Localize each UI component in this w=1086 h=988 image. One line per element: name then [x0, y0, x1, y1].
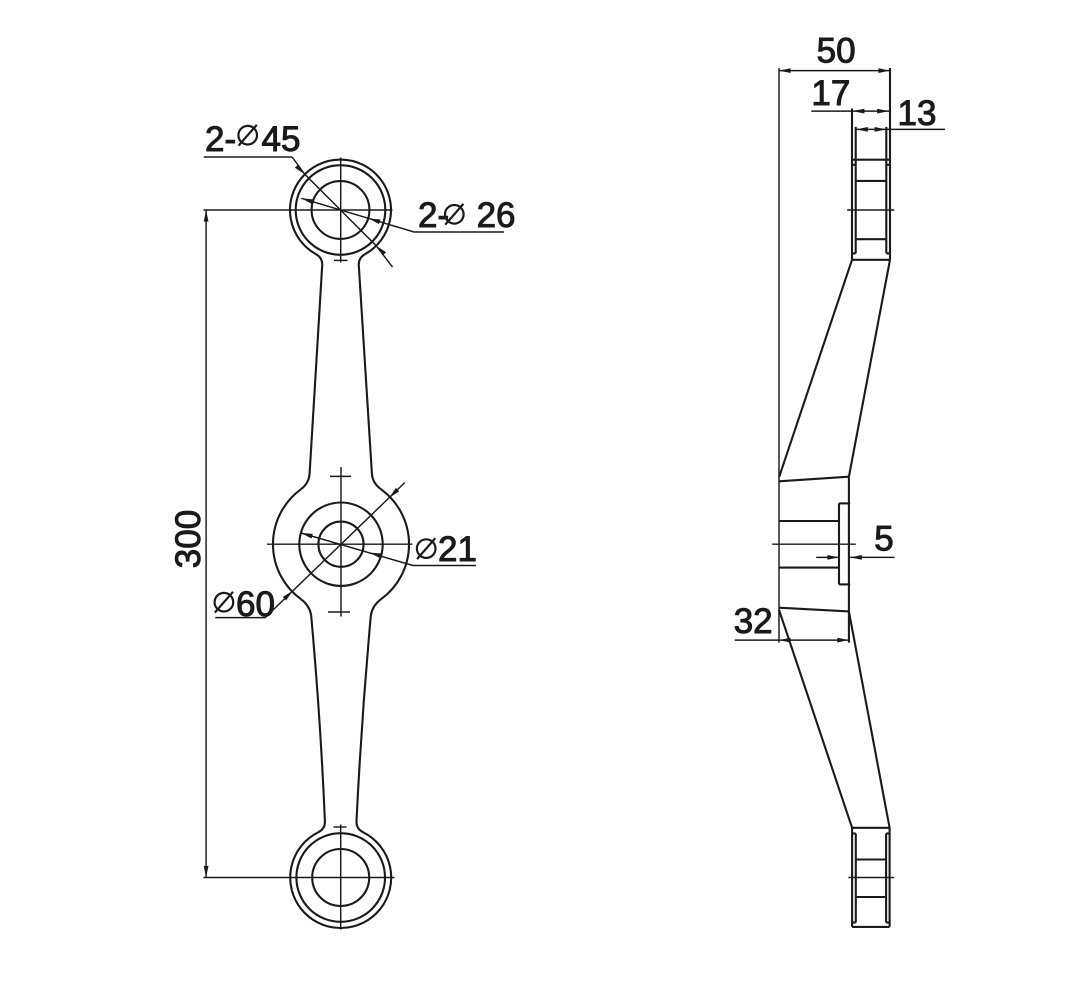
- svg-text:2-: 2-: [205, 120, 236, 159]
- svg-text:26: 26: [477, 196, 516, 235]
- svg-text:32: 32: [734, 602, 773, 641]
- svg-text:21: 21: [438, 530, 477, 569]
- svg-text:50: 50: [817, 31, 856, 70]
- svg-text:2-: 2-: [418, 196, 449, 235]
- svg-text:5: 5: [874, 520, 893, 559]
- svg-text:17: 17: [811, 74, 850, 113]
- svg-text:45: 45: [262, 120, 301, 159]
- svg-text:60: 60: [236, 585, 275, 624]
- svg-text:13: 13: [898, 94, 937, 133]
- svg-text:300: 300: [169, 510, 208, 568]
